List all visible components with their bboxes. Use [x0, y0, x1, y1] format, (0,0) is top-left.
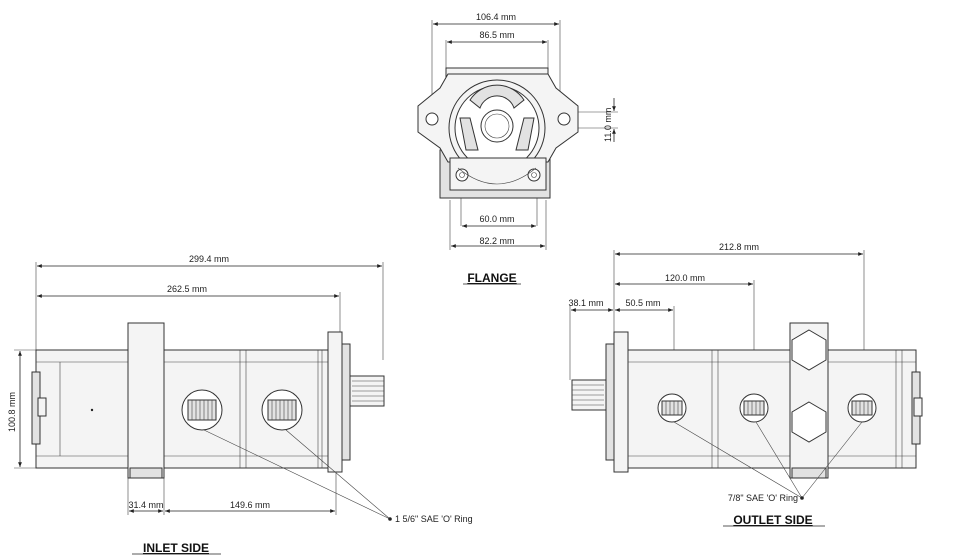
- inlet-view: 299.4 mm 262.5 mm 100.8 mm 31.4 mm 149.6…: [7, 254, 473, 555]
- outlet-dim-overall-label: 212.8 mm: [719, 242, 759, 252]
- outlet-dim-flange-label: 38.1 mm: [568, 298, 603, 308]
- flange-dim-bolt-label: 60.0 mm: [479, 214, 514, 224]
- inlet-port-2: [261, 389, 303, 431]
- outlet-port-2: [739, 393, 769, 423]
- inlet-title: INLET SIDE: [143, 541, 209, 555]
- flange-title: FLANGE: [467, 271, 516, 285]
- inlet-dim-height-label: 100.8 mm: [7, 392, 17, 432]
- inlet-dim-port-label: 149.6 mm: [230, 500, 270, 510]
- outlet-dim-mid-label: 120.0 mm: [665, 273, 705, 283]
- outlet-port-3: [847, 393, 877, 423]
- inlet-dim-body-label: 262.5 mm: [167, 284, 207, 294]
- inlet-port-1: [181, 389, 223, 431]
- flange-dim-hole-label: 11.0 mm: [603, 108, 613, 142]
- outlet-callout: 7/8" SAE 'O' Ring: [728, 493, 798, 503]
- flange-dim-base-label: 82.2 mm: [479, 236, 514, 246]
- outlet-dim-port-label: 50.5 mm: [625, 298, 660, 308]
- outlet-port-1: [657, 393, 687, 423]
- inlet-callout: 1 5/6" SAE 'O' Ring: [395, 514, 473, 524]
- outlet-view: 212.8 mm 120.0 mm 38.1 mm 50.5 mm: [568, 242, 923, 527]
- flange-dim-inner-label: 86.5 mm: [479, 30, 514, 40]
- flange-view: 106.4 mm 86.5 mm 60.0 mm 82.2 mm 11.0 mm: [417, 12, 618, 285]
- flange-dim-overall-label: 106.4 mm: [476, 12, 516, 22]
- inlet-dim-offset-label: 31.4 mm: [128, 500, 163, 510]
- outlet-title: OUTLET SIDE: [733, 513, 812, 527]
- inlet-dim-overall-label: 299.4 mm: [189, 254, 229, 264]
